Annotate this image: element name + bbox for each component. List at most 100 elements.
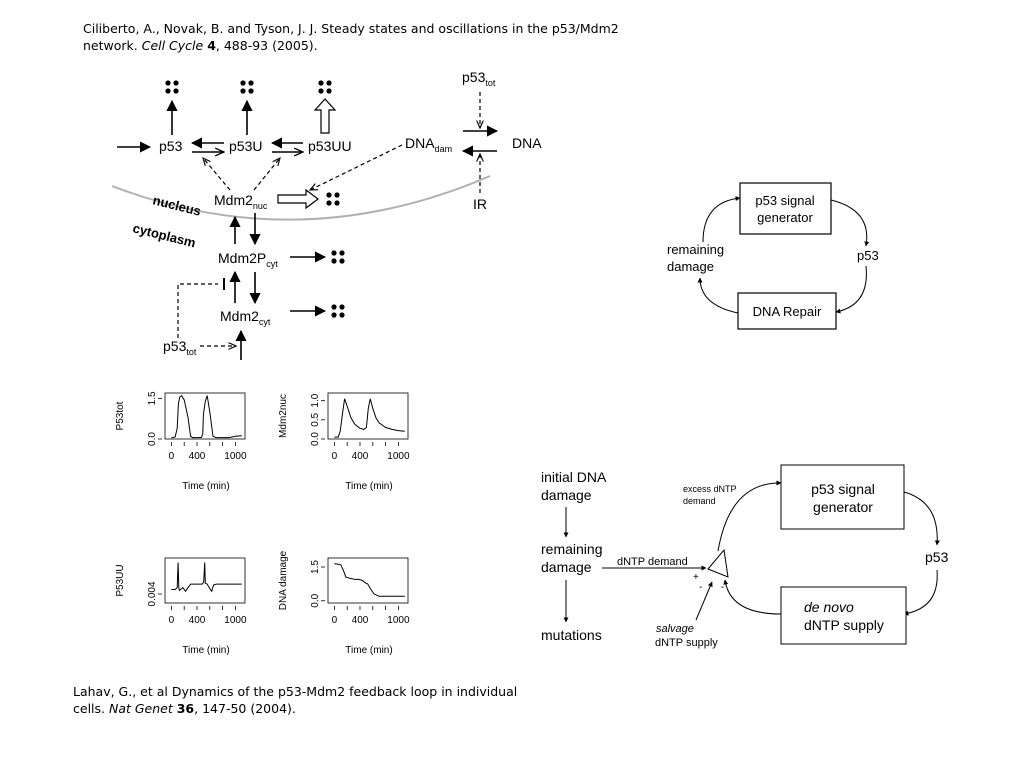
- plot-ylabel-0: P53tot: [115, 401, 126, 430]
- plot-xtick-label-3-400: 400: [352, 615, 369, 626]
- plot-xlabel-3: Time (min): [345, 645, 392, 656]
- citation-top-rest: , 488-93 (2005).: [215, 38, 318, 53]
- dna-repair-box: [737, 292, 837, 330]
- plot-xtick-label-1-0: 0: [332, 451, 338, 462]
- plot-ytick-label-0-0.0: 0.0: [147, 432, 158, 446]
- initial-damage-line2: damage: [541, 487, 592, 503]
- p53-mdm2-network: nucleus cytoplasm p53 p53U p: [111, 69, 542, 360]
- citation-bottom-rest: , 147-50 (2004).: [194, 701, 296, 716]
- dna-label: DNA: [512, 135, 542, 151]
- mutations-label: mutations: [541, 627, 602, 643]
- citation-top-journal: Cell Cycle: [141, 38, 204, 53]
- ir-label: IR: [473, 196, 487, 212]
- p53-label: p53: [159, 138, 183, 154]
- plus-sign: +: [693, 572, 699, 583]
- remaining-damage2-line1: remaining: [541, 541, 602, 557]
- plot-xtick-label-2-1000: 1000: [224, 615, 247, 626]
- plot-xtick-label-2-400: 400: [189, 615, 206, 626]
- dna-dam-dashed-arrow: [310, 144, 403, 190]
- loop-diagram-dntp: initial DNA damage remaining damage muta…: [541, 464, 949, 649]
- mdm2nuc-degradation-hollow-arrow: [277, 188, 319, 210]
- mdm2p-cyt-label: Mdm2Pcyt: [218, 250, 278, 269]
- comparator-triangle: [707, 548, 729, 578]
- plot-xlabel-2: Time (min): [182, 645, 229, 656]
- loop1-arrow-to-generator: [702, 196, 741, 243]
- p53uu-degradation-hollow-arrow: [313, 98, 337, 134]
- loop1-p53-label: p53: [857, 248, 879, 263]
- de-novo-label: de novo: [804, 599, 854, 615]
- p53u-label: p53U: [229, 138, 262, 154]
- plot-frame-2: [164, 557, 246, 604]
- plot-line-2: [171, 562, 242, 593]
- plot-xtick-label-1-400: 400: [352, 451, 369, 462]
- plot-xtick-label-0-400: 400: [189, 451, 206, 462]
- loop2-p53-label: p53: [925, 549, 949, 565]
- plot-ytick-label-1-0.5: 0.5: [310, 412, 321, 426]
- dna-repair-label: DNA Repair: [753, 304, 822, 319]
- box-top-line1: p53 signal: [755, 193, 814, 208]
- minus-sign-1: -: [699, 582, 702, 593]
- citation-bottom-authors: Lahav, G., et al Dynamics of the p53-Mdm…: [73, 684, 518, 716]
- de-novo-supply-label: dNTP supply: [804, 617, 884, 633]
- p53-signal-generator-box-2: [780, 464, 905, 530]
- plot-xtick-label-0-1000: 1000: [224, 451, 247, 462]
- degradation-dots-mdm2p: [331, 250, 345, 264]
- cytoplasm-label: cytoplasm: [131, 220, 197, 250]
- citation-bottom-journal: Nat Genet: [108, 701, 173, 716]
- degradation-dots-mdm2nuc: [326, 192, 340, 206]
- loop2-arrow-to-p53: [903, 491, 940, 546]
- loop1-arrow-to-p53: [830, 199, 870, 247]
- plot-frame-1: [327, 392, 409, 440]
- plot-xtick-label-2-0: 0: [169, 615, 175, 626]
- mdm2-cyt-label: Mdm2cyt: [220, 308, 271, 327]
- citation-bottom-volume: 36: [176, 701, 195, 716]
- mdm2-catalysis-dashed-1: [203, 158, 231, 191]
- p53tot-top-label: p53tot: [462, 69, 496, 88]
- salvage-arrow: [695, 581, 713, 621]
- initial-damage-line1: initial DNA: [541, 469, 607, 485]
- plot-xlabel-1: Time (min): [345, 481, 392, 492]
- dna-dam-label: DNAdam: [405, 135, 452, 154]
- plot-line-3: [334, 563, 405, 597]
- plot-ylabel-3: DNA damage: [278, 550, 289, 610]
- denovo-to-comparator-arrow: [723, 579, 782, 615]
- plot-frame-0: [164, 392, 246, 440]
- plot-ytick-label-1-0.0: 0.0: [310, 432, 321, 446]
- degradation-dots-mdm2cyt: [331, 304, 345, 318]
- remaining-damage-line2: damage: [667, 259, 714, 274]
- minus-sign-2: -: [721, 582, 724, 593]
- degradation-dots-p53uu: [318, 80, 332, 94]
- citation-top-volume: 4: [207, 38, 216, 53]
- excess-demand-arrow: [717, 480, 782, 552]
- nucleus-label: nucleus: [151, 192, 202, 218]
- excess-demand-line2: demand: [683, 496, 716, 506]
- plot-ytick-label-3-1.5: 1.5: [310, 560, 321, 574]
- citation-top-authors: Ciliberto, A., Novak, B. and Tyson, J. J…: [83, 21, 619, 53]
- p53tot-dashed-inhibition: [177, 283, 218, 338]
- mdm2nuc-label: Mdm2nuc: [214, 192, 268, 211]
- loop-diagram-simple: p53 signal generator DNA Repair p53 rema…: [667, 182, 879, 330]
- salvage-label: salvage: [656, 623, 694, 635]
- plot-xlabel-0: Time (min): [182, 481, 229, 492]
- plot-ytick-label-2-0.004: 0.004: [147, 581, 158, 606]
- mdm2-catalysis-dashed-2: [253, 158, 280, 191]
- plot-xtick-label-3-1000: 1000: [387, 615, 410, 626]
- plot-ytick-label-1-1.0: 1.0: [310, 393, 321, 407]
- p53uu-label: p53UU: [308, 138, 352, 154]
- salvage-supply-label: dNTP supply: [655, 637, 718, 649]
- de-novo-supply-box: [780, 586, 907, 645]
- box-top-line2: generator: [757, 210, 813, 225]
- plot-frame-3: [327, 557, 409, 604]
- box2-top-line2: generator: [813, 499, 873, 515]
- p53-signal-generator-box: [739, 182, 832, 235]
- plot-line-1: [334, 398, 405, 438]
- dntp-demand-label: dNTP demand: [617, 556, 688, 568]
- loop1-arrow-to-damage: [697, 277, 739, 314]
- nuclear-membrane: [111, 175, 491, 221]
- loop2-arrow-to-denovo: [903, 569, 938, 616]
- degradation-dots-p53: [165, 80, 179, 94]
- excess-demand-line1: excess dNTP: [683, 484, 737, 494]
- p53tot-bottom-label: p53tot: [163, 338, 197, 357]
- remaining-damage-line1: remaining: [667, 242, 724, 257]
